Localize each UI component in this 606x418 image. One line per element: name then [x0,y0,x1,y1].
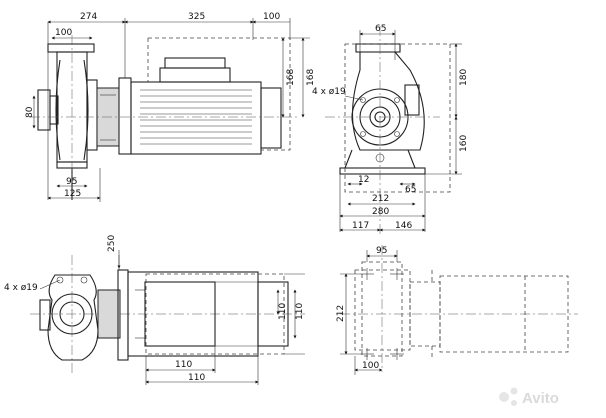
dim-160: 160 [459,135,469,152]
plan-view: 250 4 x ø19 110 110 110 110 [4,235,305,385]
dim-168-b: 168 [306,69,316,86]
dim-250: 250 [107,235,117,252]
front-elevation-view: 65 180 160 4 x ø19 12 65 212 280 117 146 [312,24,469,235]
dim-117: 117 [352,221,369,231]
dim-12: 12 [358,175,369,185]
base-plan-view: 95 212 100 [336,245,578,375]
dim-100-top: 100 [263,12,280,22]
dim-168-a: 168 [286,69,296,86]
dim-65-top: 65 [375,24,386,34]
dim-180: 180 [459,69,469,86]
dim-146: 146 [395,221,412,231]
watermark-text: Avito [522,390,559,407]
side-elevation-view: 274 325 100 100 80 168 168 95 125 [25,12,316,202]
dim-280: 280 [372,207,389,217]
dim-95-side: 95 [66,177,77,187]
holes-label-bottom: 4 x ø19 [4,283,38,293]
dim-110-horizontal-1: 110 [175,360,192,370]
dim-65-bottom: 65 [405,185,416,195]
dim-212: 212 [372,194,389,204]
holes-label-top: 4 x ø19 [312,87,346,97]
dim-212-plan: 212 [336,305,346,322]
dim-100-flange: 100 [55,28,72,38]
dim-110-vertical-1: 110 [278,303,288,320]
dim-100-plan: 100 [362,361,379,371]
dim-110-horizontal-2: 110 [188,373,205,383]
dim-110-vertical-2: 110 [295,303,305,320]
dim-274: 274 [80,12,97,22]
dim-80: 80 [25,106,35,118]
avito-watermark: Avito [499,387,559,407]
dim-325: 325 [188,12,205,22]
dim-95-plan: 95 [376,246,387,256]
dim-125: 125 [64,189,81,199]
